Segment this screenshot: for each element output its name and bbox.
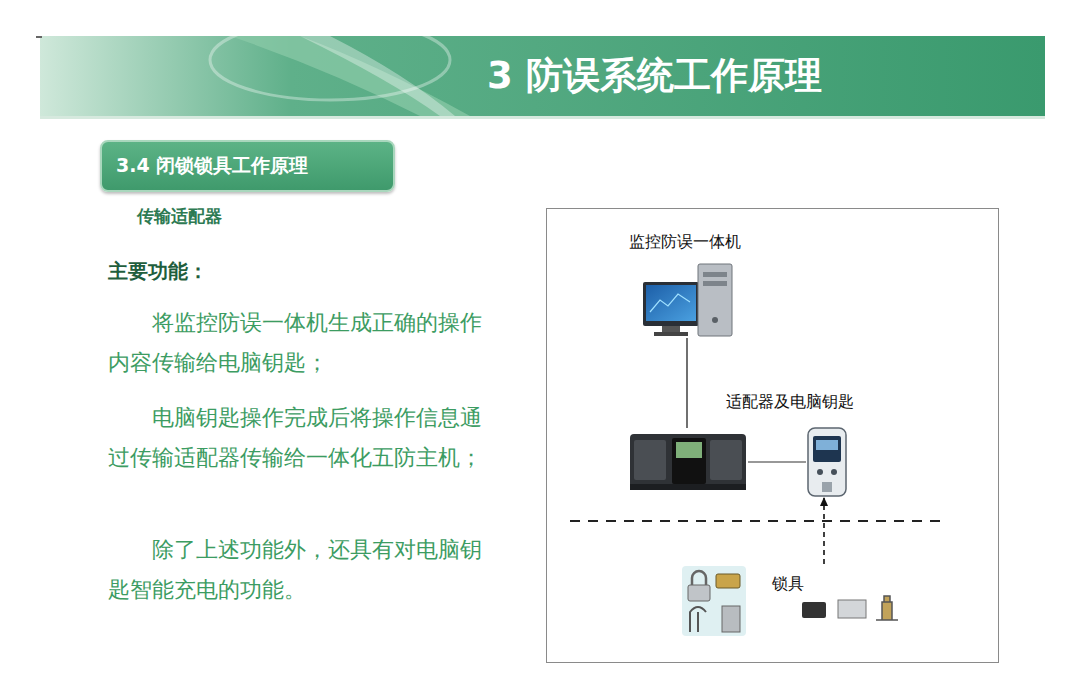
swoosh — [210, 20, 450, 100]
header-rule — [40, 116, 1045, 119]
padlock-shackle — [692, 571, 706, 586]
node-label: 监控防误一体机 — [629, 232, 741, 253]
key-tip — [822, 482, 832, 492]
adapter-key-node: 适配器及电脑钥匙 — [628, 428, 848, 498]
monitor-screen — [646, 285, 696, 321]
small-lock — [838, 600, 866, 618]
diagram-panel — [547, 209, 999, 663]
key-screen — [813, 436, 841, 462]
small-lock — [876, 596, 898, 620]
key-slot — [634, 440, 666, 480]
subheading-box: 3.4 闭锁锁具工作原理 — [100, 140, 395, 192]
heading-label: 主要功能： — [108, 258, 208, 285]
monitor-base — [654, 332, 688, 336]
adapter-panel — [672, 438, 706, 484]
lock-group-bg — [682, 566, 746, 636]
adapter-display — [676, 442, 702, 458]
subheading-text: 3.4 闭锁锁具工作原理 — [116, 153, 379, 179]
lock-block — [716, 574, 740, 588]
node-label: 适配器及电脑钥匙 — [726, 392, 854, 413]
corner-mark — [36, 36, 42, 38]
key-button — [817, 469, 823, 475]
body-paragraph: 将监控防误一体机生成正确的操作内容传输给电脑钥匙； — [108, 303, 496, 383]
wire — [748, 461, 806, 462]
key-button — [831, 469, 837, 475]
section-label: 传输适配器 — [137, 205, 222, 228]
swoosh — [230, 36, 470, 116]
body-paragraph: 除了上述功能外，还具有对电脑钥匙智能充电的功能。 — [108, 530, 496, 610]
computer-key — [808, 428, 846, 496]
divider-dashed — [570, 520, 940, 522]
plate-lock — [722, 606, 740, 632]
monitor — [643, 282, 699, 326]
connector — [823, 498, 825, 564]
screen-graph — [650, 294, 690, 312]
small-lock — [802, 602, 826, 618]
slide-title: 3 防误系统工作原理 — [487, 51, 822, 101]
clamp-lock — [690, 607, 706, 632]
key-screen-glow — [816, 440, 838, 450]
power-button — [712, 317, 718, 323]
drive-bay — [703, 272, 727, 277]
node-label: 锁具 — [772, 574, 804, 595]
adapter-foot — [630, 484, 746, 490]
key-slot — [710, 440, 742, 480]
header-band — [40, 36, 1045, 116]
adapter-body — [630, 434, 746, 488]
computer-node: 监控防误一体机 — [643, 262, 733, 338]
locks-node: 锁具 — [682, 564, 900, 638]
monitor-stand — [662, 326, 680, 332]
body-paragraph: 电脑钥匙操作完成后将操作信息通过传输适配器传输给一体化五防主机； — [108, 398, 496, 478]
drive-bay — [703, 281, 727, 286]
pc-tower — [698, 264, 732, 336]
padlock-body — [688, 585, 710, 601]
swoosh — [300, 36, 455, 116]
connector — [686, 338, 687, 428]
